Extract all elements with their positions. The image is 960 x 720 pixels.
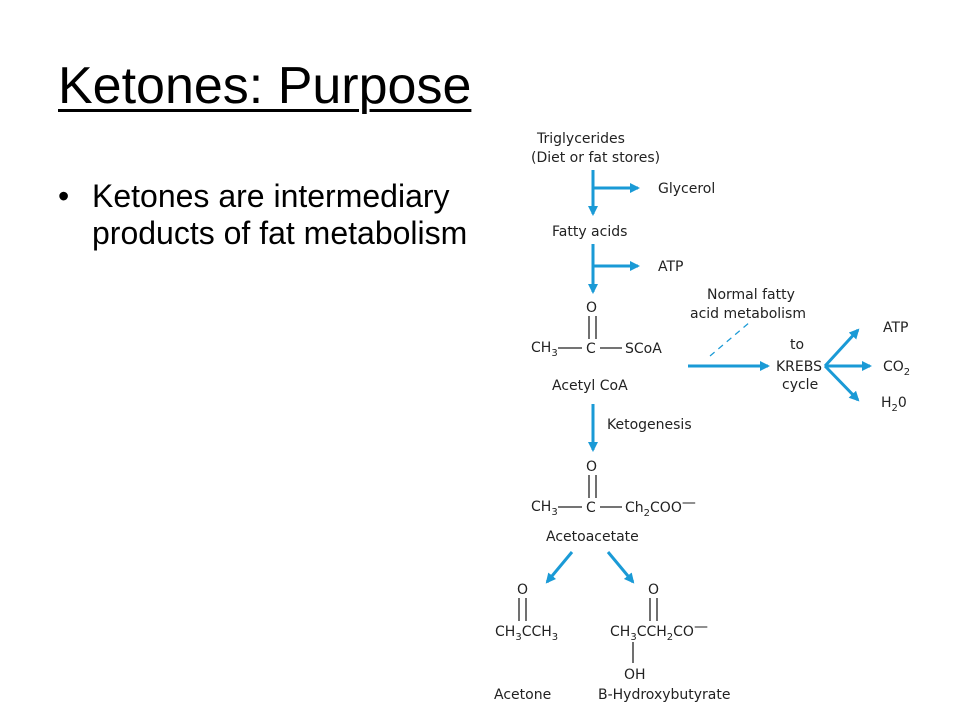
product-atp-label: ATP: [883, 320, 908, 336]
glycerol-label: Glycerol: [658, 181, 715, 197]
acetone-formula: CH3CCH3: [495, 624, 558, 643]
triglycerides-source-label: (Diet or fat stores): [531, 150, 660, 166]
to-hydroxybutyrate-arrow: [606, 551, 635, 584]
acetoacetate-group-ch: Ch: [625, 500, 644, 516]
slide-title: Ketones: Purpose: [58, 57, 472, 115]
normal-fatty-acid-label-line2: acid metabolism: [690, 306, 806, 322]
product-h2o-subscript: 2: [892, 403, 898, 414]
product-h2o-o: 0: [898, 395, 907, 411]
acetone-label: Acetone: [494, 687, 551, 703]
acetyl-coa-ch3: CH3: [531, 340, 558, 359]
acetoacetate-oxygen: O: [586, 459, 597, 475]
acetone-formula-a-subscript: 3: [515, 632, 521, 643]
krebs-to-atp-arrow: [823, 328, 860, 368]
bullet-item: • Ketones are intermediary products of f…: [58, 178, 478, 253]
dashed-connector: [709, 321, 751, 357]
bullet-list: • Ketones are intermediary products of f…: [58, 178, 478, 253]
acetone-formula-b: CCH: [522, 624, 552, 640]
acetone-formula-a: CH: [495, 624, 515, 640]
hydroxybutyrate-formula-a-subscript: 3: [630, 632, 636, 643]
hydroxybutyrate-oxygen: O: [648, 582, 659, 598]
acetyl-coa-carbon: C: [586, 341, 596, 357]
hydroxybutyrate-formula-a: CH: [610, 624, 630, 640]
krebs-to-h2o-arrow: [823, 364, 860, 402]
krebs-label: KREBS: [776, 359, 822, 375]
ketogenesis-label: Ketogenesis: [607, 417, 692, 433]
acetyl-coa-ch3-subscript: 3: [551, 348, 557, 359]
acetyl-coa-label: Acetyl CoA: [552, 378, 628, 394]
acetoacetate-group-coo: COO: [650, 500, 682, 516]
hydroxybutyrate-oh: OH: [624, 667, 646, 683]
cycle-label: cycle: [782, 377, 818, 393]
to-acetone-arrow: [545, 551, 574, 584]
bullet-marker: •: [58, 178, 70, 214]
acetyl-coa-ch3-main: CH: [531, 340, 551, 356]
atp-branch-label: ATP: [658, 259, 683, 275]
acetoacetate-ch3-main: CH: [531, 499, 551, 515]
hydroxybutyrate-formula-b: CCH: [637, 624, 667, 640]
acetoacetate-label: Acetoacetate: [546, 529, 639, 545]
acetyl-coa-scoa: SCoA: [625, 341, 662, 357]
hydroxybutyrate-formula-b-subscript: 2: [667, 632, 673, 643]
product-co2-label: CO2: [883, 359, 910, 378]
acetoacetate-group-charge: —: [682, 495, 696, 511]
acetoacetate-ch3-subscript: 3: [551, 507, 557, 518]
to-label: to: [790, 337, 804, 353]
acetone-formula-b-subscript: 3: [552, 632, 558, 643]
product-h2o-h: H: [881, 395, 892, 411]
hydroxybutyrate-formula-charge: —: [694, 619, 708, 635]
hydroxybutyrate-label: B-Hydroxybutyrate: [598, 687, 730, 703]
fatty-acids-label: Fatty acids: [552, 224, 627, 240]
product-co2-main: CO: [883, 359, 904, 375]
triglycerides-label: Triglycerides: [536, 131, 625, 147]
acetoacetate-group-subscript: 2: [644, 508, 650, 519]
bullet-text: Ketones are intermediary products of fat…: [92, 178, 468, 252]
acetyl-coa-oxygen: O: [586, 300, 597, 316]
hydroxybutyrate-formula-c: CO: [673, 624, 694, 640]
normal-fatty-acid-label-line1: Normal fatty: [707, 287, 795, 303]
hydroxybutyrate-formula: CH3CCH2CO—: [610, 619, 708, 643]
product-h2o-label: H20: [881, 395, 907, 414]
acetoacetate-ch3: CH3: [531, 499, 558, 518]
acetoacetate-carbon: C: [586, 500, 596, 516]
acetone-oxygen: O: [517, 582, 528, 598]
product-co2-subscript: 2: [904, 367, 910, 378]
acetoacetate-group: Ch2COO—: [625, 495, 696, 519]
